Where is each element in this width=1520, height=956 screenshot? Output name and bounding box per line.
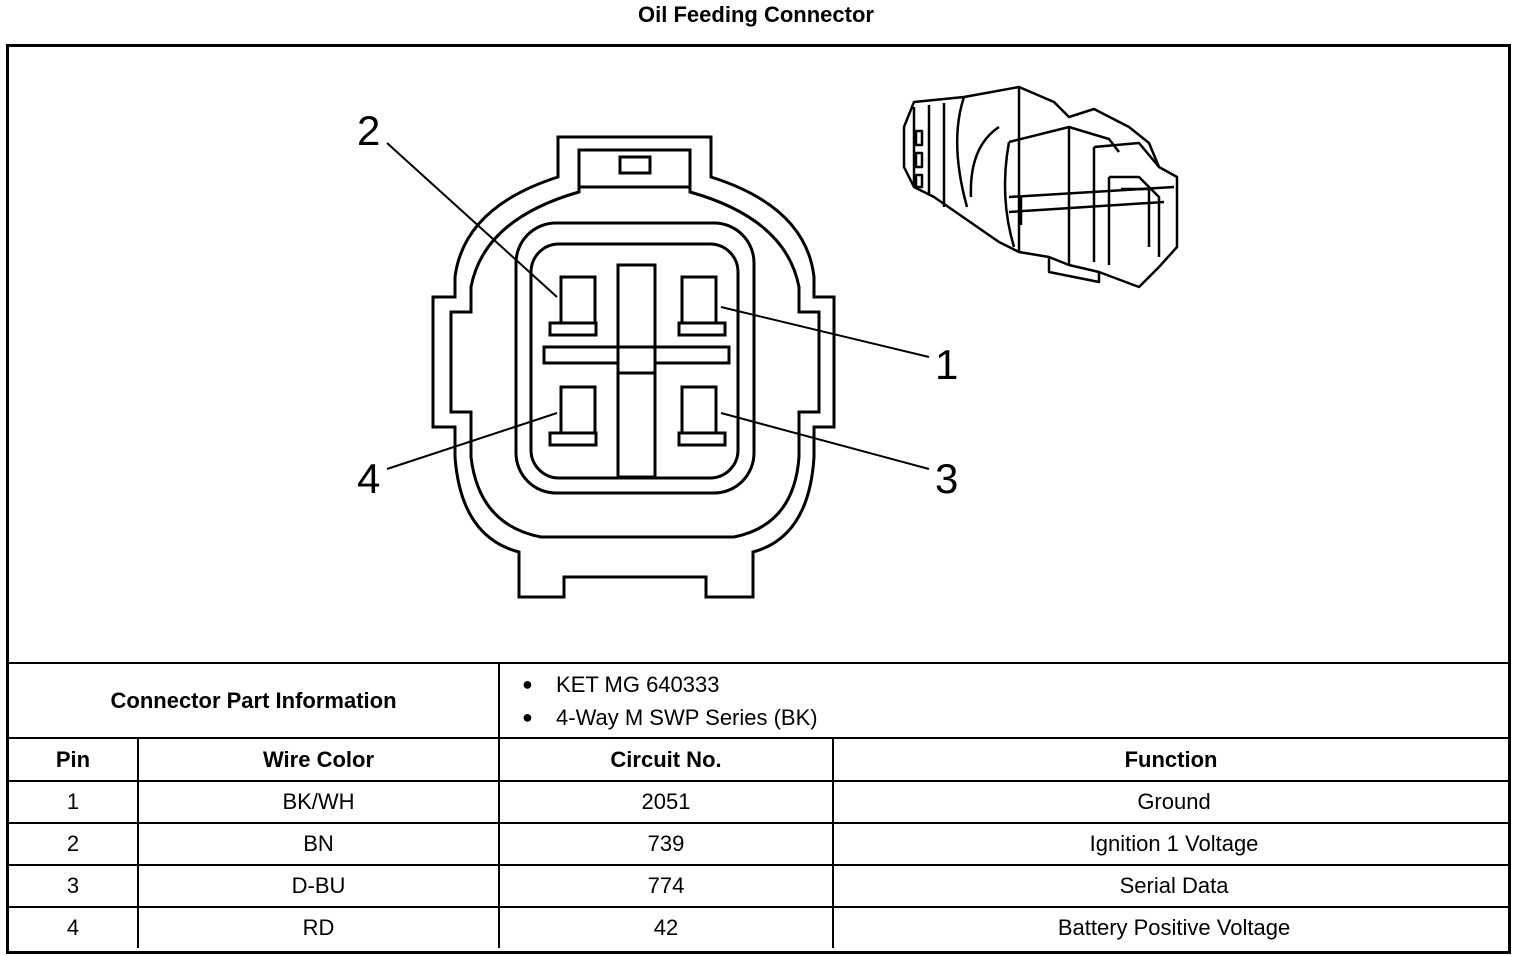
terminal-1 xyxy=(680,275,718,325)
circuit-no-cell: 42 xyxy=(498,906,835,948)
diagram-frame: 2 1 4 3 xyxy=(6,44,1511,954)
pin-label-2: 2 xyxy=(357,107,380,154)
connector-face-svg: 2 1 4 3 xyxy=(357,85,1179,599)
pin-cell: 3 xyxy=(9,864,139,908)
cavity-outer xyxy=(514,221,756,495)
pin-label-4: 4 xyxy=(357,455,380,502)
connector-iso-illustration xyxy=(902,85,1179,289)
connector-drawing: 2 1 4 3 xyxy=(9,47,1508,662)
terminal-4 xyxy=(559,385,597,435)
part-info-label: Connector Part Information xyxy=(9,662,501,739)
function-cell: Serial Data xyxy=(832,864,1509,908)
terminal-1-base xyxy=(677,321,727,337)
diagram-title: Oil Feeding Connector xyxy=(638,2,874,27)
connector-outer-housing xyxy=(431,135,836,599)
part-info-list-cell: KET MG 640333 4-Way M SWP Series (BK) xyxy=(498,662,1509,739)
terminal-3 xyxy=(680,385,718,435)
pin-cell: 1 xyxy=(9,780,139,824)
leader-line-2 xyxy=(386,142,558,298)
circuit-no-cell: 774 xyxy=(498,864,835,908)
wire-color-cell: BN xyxy=(136,822,501,866)
function-cell: Ground xyxy=(832,780,1509,824)
part-info-list: KET MG 640333 4-Way M SWP Series (BK) xyxy=(500,668,1508,734)
circuit-no-cell: 739 xyxy=(498,822,835,866)
pin-cell: 4 xyxy=(9,906,139,948)
terminal-4-base xyxy=(548,431,598,447)
pin-cell: 2 xyxy=(9,822,139,866)
leader-line-4 xyxy=(386,412,558,470)
header-function: Function xyxy=(832,737,1509,782)
header-wire-color: Wire Color xyxy=(136,737,501,782)
circuit-no-cell: 2051 xyxy=(498,780,835,824)
part-info-item: KET MG 640333 xyxy=(522,668,1508,701)
header-pin: Pin xyxy=(9,737,139,782)
part-info-item: 4-Way M SWP Series (BK) xyxy=(522,701,1508,734)
leader-line-1 xyxy=(720,306,930,358)
center-key-block xyxy=(616,345,657,375)
part-info-row: Connector Part Information KET MG 640333… xyxy=(9,662,1509,739)
function-cell: Ignition 1 Voltage xyxy=(832,822,1509,866)
latch-window xyxy=(618,155,652,175)
pin-label-1: 1 xyxy=(935,341,958,388)
terminal-2-base xyxy=(548,321,598,337)
function-cell: Battery Positive Voltage xyxy=(832,906,1509,948)
pin-label-3: 3 xyxy=(935,455,958,502)
table-row: 4 RD 42 Battery Positive Voltage xyxy=(9,906,1509,948)
table-header-row: Pin Wire Color Circuit No. Function xyxy=(9,737,1509,782)
wire-color-cell: D-BU xyxy=(136,864,501,908)
connector-inner-housing xyxy=(449,148,821,539)
table-row: 3 D-BU 774 Serial Data xyxy=(9,864,1509,908)
header-circuit-no: Circuit No. xyxy=(498,737,835,782)
terminal-2 xyxy=(559,275,597,325)
wire-color-cell: BK/WH xyxy=(136,780,501,824)
terminal-3-base xyxy=(677,431,727,447)
table-row: 2 BN 739 Ignition 1 Voltage xyxy=(9,822,1509,866)
latch-tab xyxy=(577,148,692,189)
wire-color-cell: RD xyxy=(136,906,501,948)
leader-line-3 xyxy=(720,412,930,470)
table-row: 1 BK/WH 2051 Ground xyxy=(9,780,1509,824)
pinout-table: Connector Part Information KET MG 640333… xyxy=(9,662,1509,948)
